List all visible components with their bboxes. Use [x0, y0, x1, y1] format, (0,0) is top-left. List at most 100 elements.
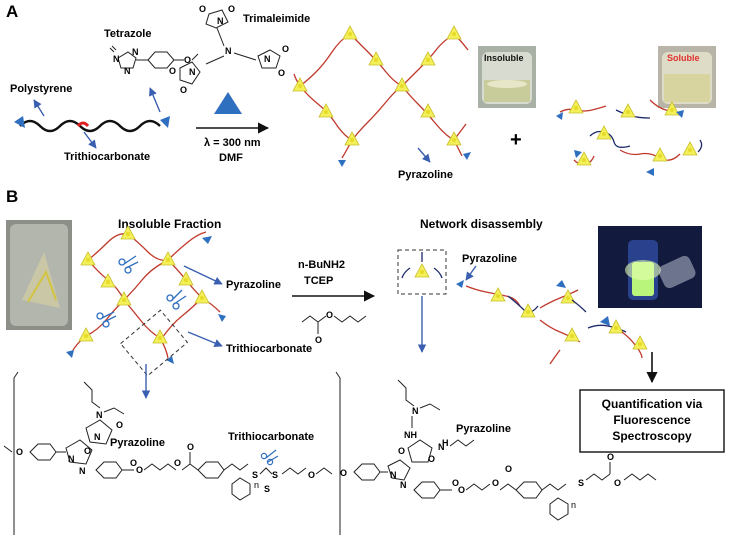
svg-text:N: N [438, 442, 445, 452]
svg-text:O: O [326, 310, 333, 320]
pyrazoline-struct-label-right: Pyrazoline [456, 423, 511, 435]
svg-text:S: S [272, 470, 278, 480]
panel-a-label: A [6, 2, 18, 21]
svg-text:O: O [614, 478, 621, 488]
tetrazole-arrow [149, 87, 161, 113]
trithiocarbonate-segment [76, 121, 90, 128]
pyrazoline-label-b: Pyrazoline [226, 279, 281, 291]
svg-text:S: S [252, 470, 258, 480]
butyl-acrylate-structure: O O [301, 310, 367, 345]
insoluble-fraction-title: Insoluble Fraction [118, 217, 221, 231]
soluble-fragments [556, 99, 703, 176]
svg-text:N: N [400, 480, 407, 490]
network-disassembly-title: Network disassembly [420, 217, 543, 231]
svg-text:O: O [398, 446, 405, 456]
svg-text:NH: NH [404, 430, 417, 440]
quant-line-1: Quantification via [602, 397, 703, 411]
svg-text:O: O [428, 454, 435, 464]
svg-text:O: O [187, 442, 194, 452]
pyrazoline-arrow-c [465, 265, 477, 281]
svg-text:O: O [492, 478, 499, 488]
polystyrene-arrow [33, 99, 45, 117]
crosslinker-triangle-icon [214, 92, 242, 114]
svg-text:N: N [68, 454, 75, 464]
condition-lambda: λ = 300 nm [204, 137, 261, 149]
svg-text:N: N [113, 54, 120, 64]
panel-b-label: B [6, 187, 18, 206]
svg-text:N: N [264, 54, 271, 64]
linear-polymer-chain [14, 116, 170, 133]
crosslinked-network-b [66, 225, 226, 364]
pyrazoline-label-c: Pyrazoline [462, 253, 517, 265]
tetrazole-structure: N N N O [109, 45, 199, 76]
svg-text:H: H [442, 438, 449, 448]
svg-text:N: N [189, 67, 196, 77]
svg-text:O: O [505, 464, 512, 474]
polystyrene-label: Polystyrene [10, 83, 72, 95]
fluorescence-vial-photo [598, 226, 702, 308]
pyrazoline-arrow-a [417, 147, 431, 163]
repeat-n-right: n [571, 500, 576, 510]
soluble-vial-photo [658, 46, 716, 108]
reagent-amine: n-BuNH2 [298, 259, 345, 271]
tetrazole-label: Tetrazole [104, 28, 151, 40]
network-repeat-unit-structure: N N O O N N O O O O O S S S O [3, 371, 341, 535]
quant-line-2: Fluorescence [613, 413, 691, 427]
trithiocarbonate-arrow-a [83, 131, 97, 149]
svg-text:O: O [130, 458, 137, 468]
cleavage-site-box [119, 309, 189, 377]
trimaleimide-label: Trimaleimide [243, 13, 310, 25]
cleaved-unit-box [397, 249, 447, 295]
svg-text:O: O [607, 452, 614, 462]
svg-text:O: O [184, 55, 191, 65]
svg-text:N: N [79, 466, 86, 476]
svg-text:O: O [452, 478, 459, 488]
trithiocarbonate-arrow-b [187, 331, 223, 348]
reagent-tcep: TCEP [304, 275, 333, 287]
tetrazole-end-cap-left [14, 116, 25, 128]
tetrazole-end-cap-right [160, 116, 170, 128]
svg-text:O: O [228, 4, 235, 14]
quantification-box [579, 389, 725, 453]
soluble-label: Soluble [667, 53, 700, 63]
svg-text:N: N [132, 47, 139, 57]
svg-text:O: O [116, 420, 123, 430]
cleaved-product-structure: N NH O N H O N N O O O O O S O O [340, 379, 657, 521]
svg-text:O: O [282, 44, 289, 54]
cleaved-unit [401, 252, 443, 279]
crosslinked-network-a [292, 25, 471, 167]
svg-text:N: N [124, 66, 131, 76]
pyrazoline-struct-label-left: Pyrazoline [110, 437, 165, 449]
trimaleimide-structure: N N N N O O O O O O [169, 4, 289, 95]
svg-text:N: N [96, 410, 103, 420]
svg-text:O: O [199, 4, 206, 14]
plus-sign: + [510, 129, 522, 151]
svg-text:O: O [315, 335, 322, 345]
svg-text:O: O [458, 485, 465, 495]
svg-text:S: S [578, 478, 584, 488]
repeat-n-left: n [254, 480, 259, 490]
insoluble-label: Insoluble [484, 53, 524, 63]
trithiocarbonate-struct-label: Trithiocarbonate [228, 431, 314, 443]
svg-text:O: O [174, 458, 181, 468]
svg-text:O: O [16, 447, 23, 457]
svg-text:N: N [225, 46, 232, 56]
svg-text:O: O [84, 446, 91, 456]
svg-text:N: N [390, 470, 397, 480]
svg-text:O: O [278, 68, 285, 78]
scissors-icon [96, 255, 187, 328]
pyrazoline-label-a: Pyrazoline [398, 169, 453, 181]
dissolved-fragments [456, 280, 648, 365]
scissors-icon [260, 449, 279, 466]
svg-text:O: O [136, 465, 143, 475]
svg-text:O: O [169, 66, 176, 76]
svg-text:N: N [94, 432, 101, 442]
trithiocarbonate-label-a: Trithiocarbonate [64, 151, 150, 163]
svg-text:N: N [217, 16, 224, 26]
condition-solvent: DMF [219, 152, 243, 164]
svg-text:O: O [180, 85, 187, 95]
quant-line-3: Spectroscopy [612, 429, 692, 443]
insoluble-gel-photo [6, 220, 72, 330]
trithiocarbonate-label-b: Trithiocarbonate [226, 343, 312, 355]
